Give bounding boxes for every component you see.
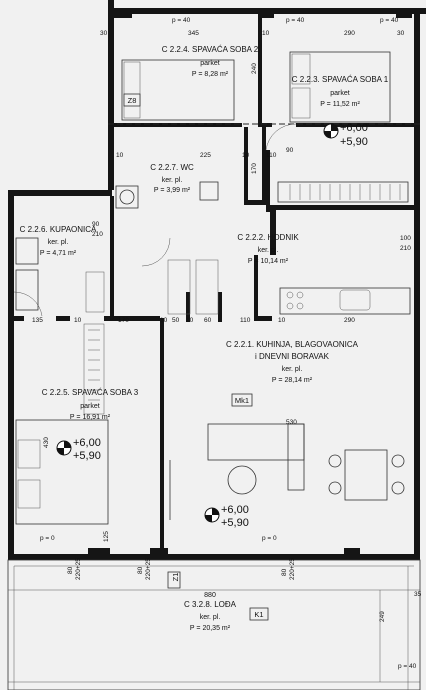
level-marker: +6,00 +5,90 (204, 504, 249, 529)
dim-35: 35 (414, 591, 422, 598)
svg-text:P = 16,91 m²: P = 16,91 m² (70, 414, 111, 421)
svg-text:P = 8,28 m²: P = 8,28 m² (192, 71, 229, 78)
dim-10: 10 (160, 317, 168, 324)
dim-p40: p = 40 (286, 17, 305, 24)
dim-880: 880 (204, 592, 216, 599)
dim-10: 10 (116, 152, 124, 159)
dim-10: 10 (278, 317, 286, 324)
room-label-spavaca-soba-1: C 2.2.3. SPAVAĆA SOBA 1 parket P = 11,52… (292, 75, 389, 108)
svg-text:C 2.2.7. WC: C 2.2.7. WC (150, 163, 194, 172)
svg-text:ker. pl.: ker. pl. (200, 614, 221, 621)
dimensions: p = 40 p = 40 p = 40 p = 40 30 345 10 29… (32, 17, 422, 670)
svg-text:C 2.2.6. KUPAONICA: C 2.2.6. KUPAONICA (20, 225, 97, 234)
dim-220x25: 220+25 (145, 558, 152, 580)
level-marker: +6,00 +5,90 (56, 437, 101, 462)
dim-220x25: 220+25 (289, 558, 296, 580)
svg-text:parket: parket (80, 403, 100, 410)
dim-220x25: 220+25 (75, 558, 82, 580)
dim-290: 290 (344, 317, 355, 324)
dim-30: 30 (397, 30, 405, 37)
svg-text:P = 28,14 m²: P = 28,14 m² (272, 377, 313, 384)
svg-text:Z1: Z1 (171, 573, 180, 582)
dim-110: 110 (240, 317, 251, 324)
room-label-kupaonica: C 2.2.6. KUPAONICA ker. pl. P = 4,71 m² (20, 225, 97, 257)
level-bottom: +5,90 (73, 450, 101, 462)
svg-text:parket: parket (200, 60, 220, 67)
furniture (13, 51, 411, 525)
svg-text:C 2.2.5. SPAVAĆA SOBA 3: C 2.2.5. SPAVAĆA SOBA 3 (42, 388, 139, 397)
tag-z8: Z8 (123, 93, 141, 107)
dim-10: 10 (74, 317, 82, 324)
svg-text:parket: parket (330, 90, 350, 97)
svg-text:P = 4,71 m²: P = 4,71 m² (40, 250, 77, 257)
tag-k1: K1 (249, 607, 269, 621)
dim-p0: p = 0 (40, 535, 55, 542)
level-top: +6,00 (221, 504, 249, 516)
room-label-lodja: 880 C 3.2.8. LOĐA ker. pl. P = 20,35 m² (184, 592, 237, 632)
dim-p0: p = 0 (262, 535, 277, 542)
dim-30: 30 (100, 30, 108, 37)
dim-10: 10 (242, 152, 250, 159)
svg-text:P = 11,52 m²: P = 11,52 m² (320, 101, 360, 108)
dim-249: 249 (379, 611, 386, 622)
dim-110: 110 (266, 152, 277, 159)
tag-mk1: Mk1 (231, 393, 253, 407)
level-bottom: +5,90 (340, 136, 368, 148)
dim-430: 430 (43, 437, 50, 448)
level-bottom: +5,90 (221, 517, 249, 529)
svg-text:P = 3,99 m²: P = 3,99 m² (154, 187, 191, 194)
svg-text:K1: K1 (254, 610, 263, 619)
dim-p40: p = 40 (398, 663, 417, 670)
svg-text:C 2.2.4. SPAVAĆA SOBA 2: C 2.2.4. SPAVAĆA SOBA 2 (162, 45, 259, 54)
room-label-spavaca-soba-2: C 2.2.4. SPAVAĆA SOBA 2 parket P = 8,28 … (162, 45, 259, 78)
walls (8, 0, 426, 560)
dim-80: 80 (67, 566, 74, 574)
dim-210: 210 (92, 231, 103, 238)
room-label-hodnik: C 2.2.2. HODNIK ker. pl. P = 10,14 m² (237, 233, 299, 265)
svg-text:ker. pl.: ker. pl. (258, 247, 279, 254)
svg-text:C 3.2.8. LOĐA: C 3.2.8. LOĐA (184, 600, 237, 609)
svg-text:ker. pl.: ker. pl. (282, 366, 303, 373)
dim-p40: p = 40 (172, 17, 191, 24)
dim-10: 10 (262, 30, 270, 37)
svg-text:C 2.2.1. KUHINJA, BLAGOVAONICA: C 2.2.1. KUHINJA, BLAGOVAONICA (226, 340, 359, 349)
dim-10: 10 (186, 317, 194, 324)
dim-530: 530 (286, 419, 297, 426)
dim-225: 225 (200, 152, 211, 159)
dim-135: 135 (32, 317, 43, 324)
dim-210: 210 (400, 245, 411, 252)
room-label-kuhinja: C 2.2.1. KUHINJA, BLAGOVAONICA i DNEVNI … (226, 340, 359, 384)
svg-text:Mk1: Mk1 (235, 396, 249, 405)
dim-345: 345 (188, 30, 199, 37)
tag-z1: Z1 (167, 571, 181, 589)
svg-text:ker. pl.: ker. pl. (162, 177, 183, 184)
dim-50: 50 (172, 317, 180, 324)
svg-text:C 2.2.3. SPAVAĆA SOBA 1: C 2.2.3. SPAVAĆA SOBA 1 (292, 75, 389, 84)
svg-text:ker. pl.: ker. pl. (48, 239, 69, 246)
svg-text:Z8: Z8 (128, 96, 137, 105)
dim-80: 80 (281, 568, 288, 576)
svg-text:P = 20,35 m²: P = 20,35 m² (190, 625, 231, 632)
dim-80: 80 (137, 566, 144, 574)
balcony-outline (7, 559, 421, 690)
level-top: +6,00 (73, 437, 101, 449)
dim-125: 125 (103, 531, 110, 542)
dim-90: 90 (92, 221, 100, 228)
dim-p40: p = 40 (380, 17, 399, 24)
dim-170: 170 (118, 317, 129, 324)
dim-240: 240 (251, 63, 258, 74)
dim-100: 100 (400, 235, 411, 242)
level-marker: +6,00 +5,90 (323, 122, 368, 148)
room-label-wc: C 2.2.7. WC ker. pl. P = 3,99 m² (150, 163, 194, 194)
dim-60: 60 (204, 317, 212, 324)
svg-text:C 2.2.2. HODNIK: C 2.2.2. HODNIK (237, 233, 299, 242)
room-label-spavaca-soba-3: C 2.2.5. SPAVAĆA SOBA 3 parket P = 16,91… (42, 388, 139, 421)
level-top: +6,00 (340, 122, 368, 134)
dim-290: 290 (344, 30, 355, 37)
svg-text:P = 10,14 m²: P = 10,14 m² (248, 258, 289, 265)
dim-170: 170 (251, 163, 258, 174)
dim-90: 90 (286, 147, 294, 154)
svg-text:i DNEVNI BORAVAK: i DNEVNI BORAVAK (255, 352, 330, 361)
